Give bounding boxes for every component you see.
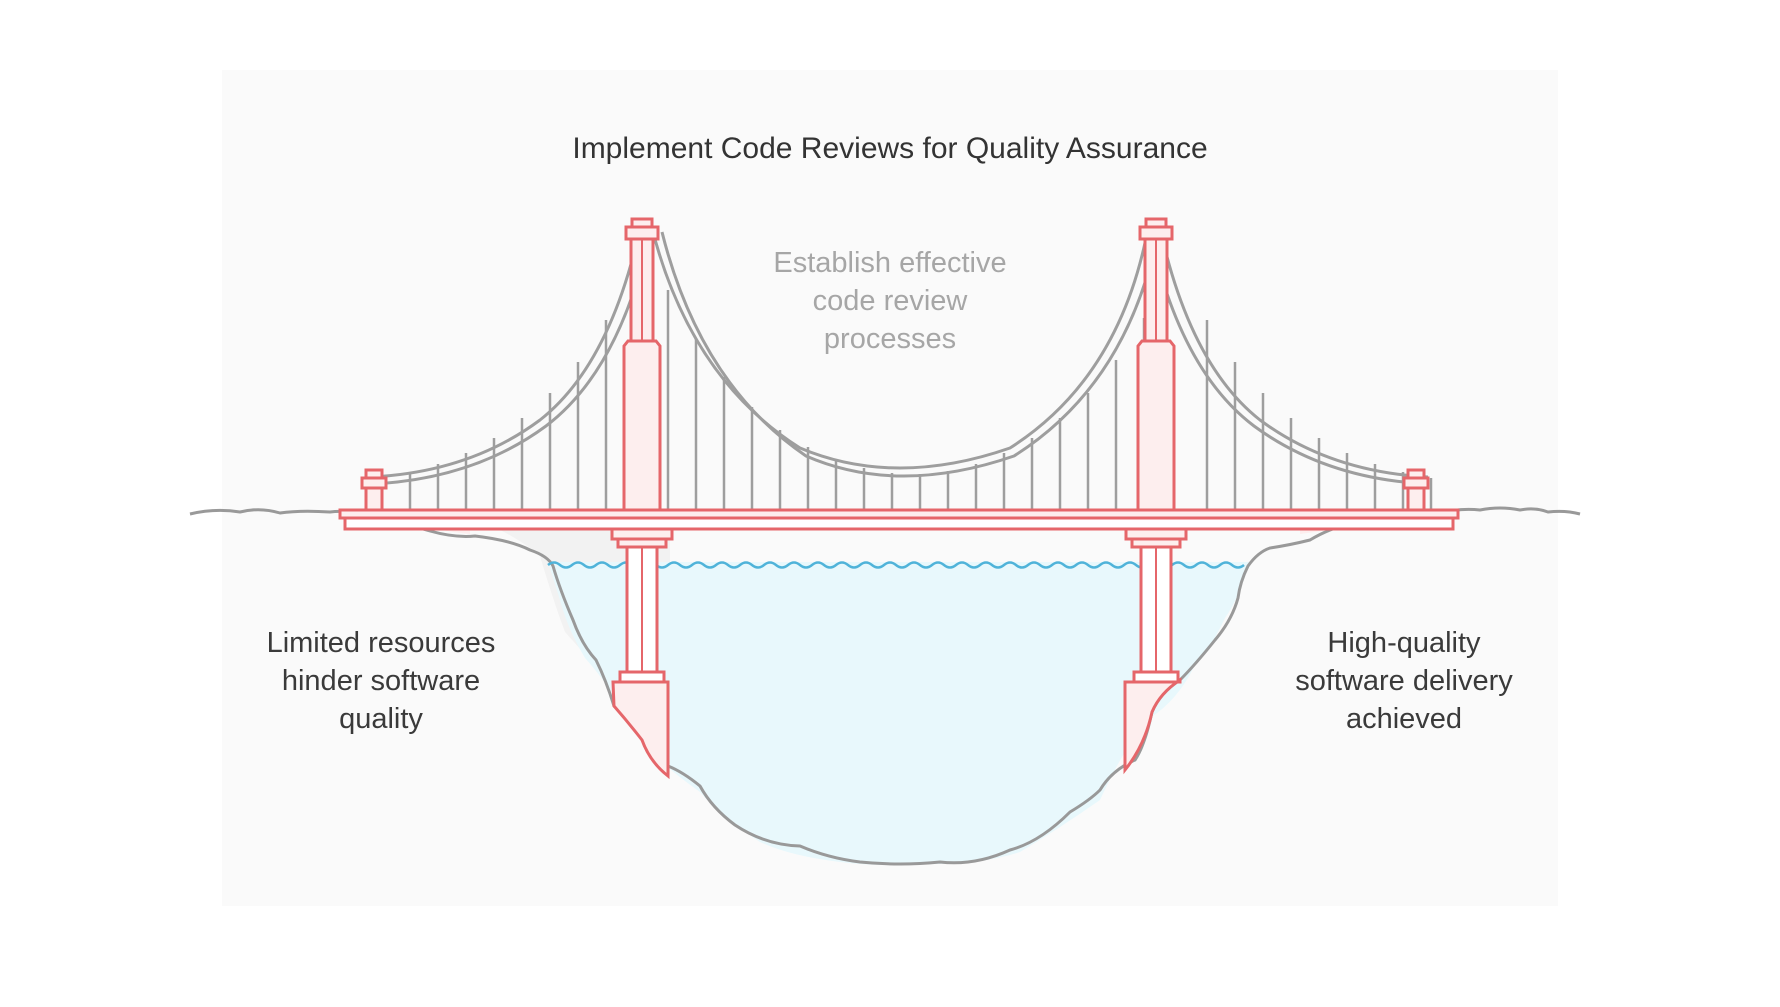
water-body: [548, 562, 1250, 866]
right-bank-label: High-quality software delivery achieved: [1295, 627, 1513, 735]
diagram-title: Implement Code Reviews for Quality Assur…: [572, 132, 1208, 165]
bridge-label: Establish effective code review processe…: [773, 247, 1007, 355]
anchor-posts: [360, 468, 1430, 512]
bridge-deck: [338, 508, 1460, 531]
suspension-cables: [371, 227, 1429, 486]
right-tower: [1124, 217, 1188, 684]
left-bank-label: Limited resources hinder software qualit…: [266, 627, 496, 735]
left-pier-base: [611, 680, 670, 780]
water-surface-waves: [547, 561, 1245, 569]
